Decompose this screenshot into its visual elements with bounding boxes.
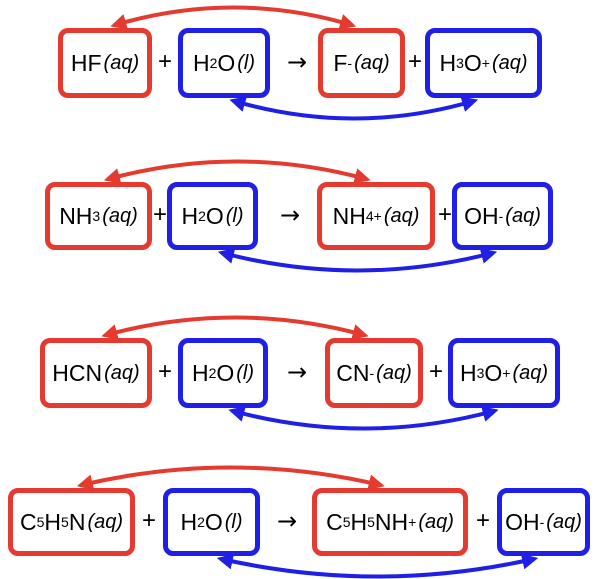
species-box-reactant-1: HF(aq) bbox=[58, 28, 152, 98]
species-box-reactant-1: HCN(aq) bbox=[40, 338, 152, 408]
state-label: (l) bbox=[225, 204, 244, 227]
formula-text: O bbox=[217, 49, 236, 76]
acid-conjugate-arrow bbox=[101, 315, 369, 340]
formula-text: H bbox=[459, 359, 477, 386]
species-box-product-1: F-(aq) bbox=[318, 28, 405, 98]
formula-text: H bbox=[181, 202, 199, 229]
plus-sign: + bbox=[152, 201, 167, 228]
formula-text: CN bbox=[336, 359, 370, 386]
formula-text: O bbox=[204, 508, 223, 535]
state-label: (aq) bbox=[87, 510, 124, 533]
plus-sign: + bbox=[437, 201, 452, 228]
state-label: (aq) bbox=[491, 51, 528, 74]
formula-text: H bbox=[350, 508, 368, 535]
state-label: (l) bbox=[236, 361, 255, 384]
formula-text: F bbox=[333, 49, 348, 76]
species-box-product-2: OH-(aq) bbox=[452, 182, 553, 250]
base-conjugate-arrow bbox=[228, 406, 499, 431]
formula-text: HCN bbox=[52, 359, 103, 386]
formula-text: H bbox=[439, 49, 457, 76]
formula-text: H bbox=[44, 508, 62, 535]
state-label: (aq) bbox=[102, 204, 138, 227]
formula-text: O bbox=[205, 202, 224, 229]
formula-text: OH bbox=[464, 202, 499, 229]
formula-text: C bbox=[326, 508, 343, 535]
plus-sign: + bbox=[157, 358, 172, 385]
state-label: (aq) bbox=[418, 510, 454, 533]
state-label: (l) bbox=[224, 510, 243, 533]
plus-sign: + bbox=[407, 48, 422, 75]
state-label: (aq) bbox=[104, 361, 140, 384]
formula-text: O bbox=[216, 359, 235, 386]
formula-text: H bbox=[180, 508, 198, 535]
plus-sign: + bbox=[141, 507, 156, 534]
state-label: (aq) bbox=[354, 51, 390, 74]
acid-conjugate-arrow bbox=[103, 159, 371, 184]
state-label: (aq) bbox=[376, 361, 412, 384]
state-label: (aq) bbox=[505, 204, 541, 227]
reaction-arrow: → bbox=[279, 201, 301, 229]
formula-text: HF bbox=[70, 49, 102, 76]
base-conjugate-arrow bbox=[217, 248, 498, 273]
reaction-arrow: → bbox=[286, 358, 308, 386]
state-label: (aq) bbox=[546, 510, 582, 533]
formula-text: OH bbox=[505, 508, 540, 535]
formula-text: O bbox=[463, 49, 482, 76]
formula-text: H bbox=[192, 49, 210, 76]
formula-text: NH bbox=[374, 508, 409, 535]
formula-text: H bbox=[191, 359, 209, 386]
species-box-product-1: CN-(aq) bbox=[325, 338, 423, 408]
formula-text: NH bbox=[332, 202, 366, 229]
state-label: (aq) bbox=[512, 361, 549, 384]
reaction-arrow: → bbox=[286, 48, 308, 76]
base-conjugate-arrow bbox=[229, 96, 479, 121]
species-box-product-2: OH-(aq) bbox=[497, 488, 590, 556]
reaction-arrow: → bbox=[276, 507, 298, 535]
acid-conjugate-arrow bbox=[110, 5, 357, 30]
state-label: (l) bbox=[237, 51, 256, 74]
acid-conjugate-arrow bbox=[76, 465, 385, 491]
formula-text: C bbox=[19, 508, 37, 535]
plus-sign: + bbox=[428, 358, 443, 385]
formula-text: NH bbox=[59, 202, 93, 229]
plus-sign: + bbox=[157, 48, 172, 75]
plus-sign: + bbox=[475, 507, 490, 534]
state-label: (aq) bbox=[383, 204, 420, 227]
base-conjugate-arrow bbox=[216, 553, 539, 579]
formula-text: N bbox=[68, 508, 86, 535]
formula-text: O bbox=[484, 359, 503, 386]
state-label: (aq) bbox=[103, 51, 140, 74]
